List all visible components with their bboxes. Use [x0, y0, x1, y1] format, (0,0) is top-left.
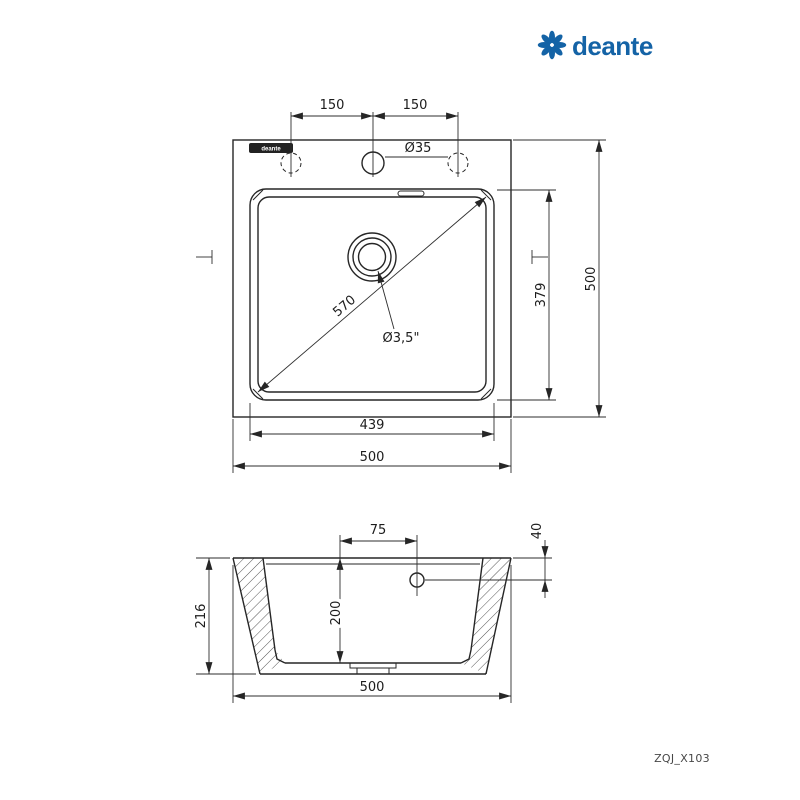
dim-overall-width-top: 500: [360, 450, 385, 465]
outer-wall-left: [232, 557, 261, 675]
wall-section-left: [233, 558, 285, 674]
dim-overflow-offset: 75: [370, 523, 387, 538]
deante-logo: deante: [537, 30, 653, 61]
dim-faucet-hole-diameter: Ø35: [405, 141, 432, 156]
inner-wall-right: [460, 557, 484, 664]
dim-hole-spacing-right: 150: [403, 98, 428, 113]
dim-drain-diameter: Ø3,5": [383, 331, 420, 346]
brand-plate: [249, 143, 293, 153]
wall-section-right: [461, 558, 511, 674]
dim-bowl-front-to-back: 379: [534, 283, 549, 308]
dim-overall-depth: 500: [584, 267, 599, 292]
model-code: ZQJ_X103: [654, 752, 710, 765]
optional-tap-hole-right: [447, 152, 469, 174]
sink-outline-top-view: [232, 139, 512, 418]
leader-line-drain: [377, 270, 395, 330]
centerline-tick-right: [531, 250, 548, 264]
optional-tap-hole-left: [280, 152, 302, 174]
overflow-slot: [397, 190, 425, 197]
dim-overall-width-section: 500: [360, 680, 385, 695]
drain-outlet-section: [356, 667, 390, 675]
dim-hole-spacing-left: 150: [320, 98, 345, 113]
top-view: deante 150 150 Ø35: [196, 98, 606, 473]
bowl-rim-outer: [249, 188, 495, 401]
bowl-corner-marks: [252, 189, 492, 400]
outer-wall-right: [485, 557, 512, 675]
deante-logo-icon: [537, 30, 567, 60]
dim-bowl-inner-depth: 200: [329, 601, 344, 626]
centerline-tick-left: [196, 250, 213, 264]
brand-plate-text: deante: [261, 147, 281, 153]
drain-flange-section: [349, 662, 397, 669]
dim-overall-height: 216: [194, 604, 209, 629]
brand-wordmark: deante: [572, 31, 653, 61]
inner-wall-left: [262, 557, 286, 664]
diagonal-dimension-line: [257, 196, 487, 393]
dim-overflow-drop: 40: [530, 523, 545, 540]
drain: [347, 232, 397, 282]
section-view: 75 200 40 216 500: [194, 523, 552, 703]
dim-bowl-width: 439: [360, 418, 385, 433]
faucet-hole: [361, 151, 385, 175]
dim-bowl-diagonal: 570: [330, 293, 359, 321]
